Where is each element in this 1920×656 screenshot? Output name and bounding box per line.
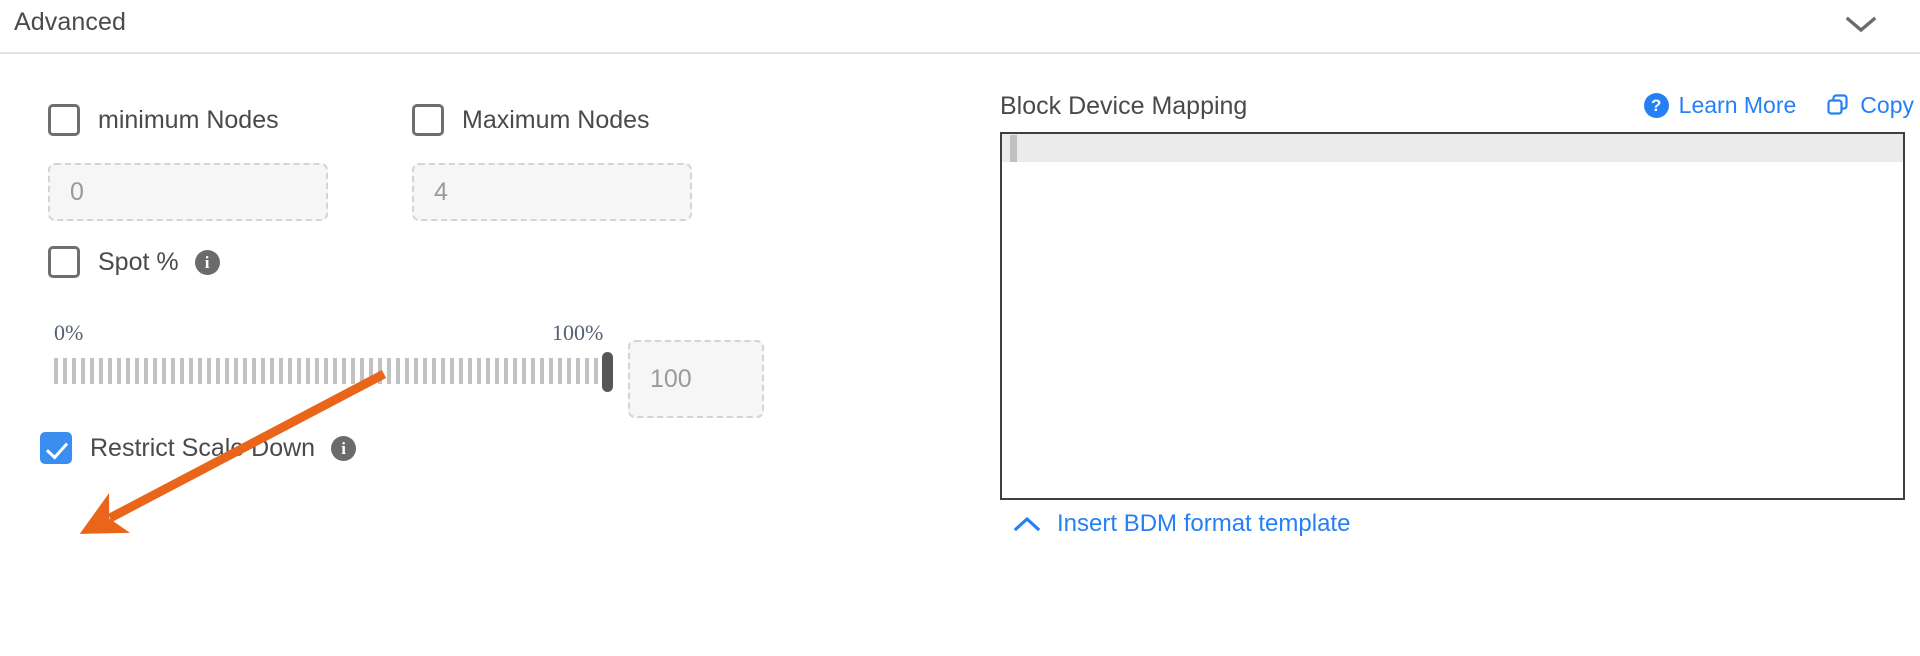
- question-circle-icon: ?: [1643, 93, 1669, 118]
- insert-bdm-template-link[interactable]: Insert BDM format template: [1014, 510, 1350, 538]
- maximum-nodes-label: Maximum Nodes: [462, 105, 650, 134]
- copy-label: Copy: [1860, 92, 1914, 118]
- slider-handle[interactable]: [602, 352, 613, 392]
- minimum-nodes-checkbox[interactable]: [48, 104, 80, 136]
- minimum-nodes-input[interactable]: 0: [48, 163, 328, 221]
- copy-icon: [1826, 93, 1850, 118]
- minimum-nodes-label: minimum Nodes: [98, 105, 279, 134]
- minimum-nodes-row: minimum Nodes: [48, 104, 279, 136]
- editor-cursor: [1010, 135, 1017, 162]
- editor-active-line: [1002, 134, 1903, 162]
- spot-percent-row: Spot % i: [48, 246, 220, 278]
- info-icon[interactable]: i: [331, 435, 357, 461]
- scaling-options-column: minimum Nodes 0 Maximum Nodes 4 Spot % i…: [0, 54, 980, 656]
- spot-percent-slider: 0% 100% 100: [54, 320, 764, 430]
- learn-more-label: Learn More: [1678, 92, 1797, 118]
- chevron-up-icon: [1014, 516, 1040, 532]
- block-device-mapping-column: Block Device Mapping ? Learn More Copy: [1000, 54, 1920, 656]
- learn-more-link[interactable]: ? Learn More: [1643, 92, 1797, 119]
- maximum-nodes-input[interactable]: 4: [412, 163, 692, 221]
- spot-percent-label: Spot %: [98, 247, 179, 276]
- maximum-nodes-checkbox[interactable]: [412, 104, 444, 136]
- info-icon[interactable]: i: [194, 249, 220, 275]
- insert-bdm-template-label: Insert BDM format template: [1057, 510, 1351, 537]
- restrict-scale-down-label: Restrict Scale Down: [90, 433, 316, 462]
- section-header: Advanced: [0, 0, 1920, 54]
- bdm-code-editor[interactable]: [1000, 132, 1905, 500]
- bdm-actions: ? Learn More Copy: [1643, 92, 1914, 119]
- restrict-scale-down-row: Restrict Scale Down i: [40, 432, 357, 464]
- slider-max-label: 100%: [552, 320, 604, 345]
- spot-percent-checkbox[interactable]: [48, 246, 80, 278]
- maximum-nodes-row: Maximum Nodes: [412, 104, 650, 136]
- page-title: Advanced: [14, 8, 126, 36]
- block-device-mapping-title: Block Device Mapping: [1000, 92, 1248, 120]
- slider-track[interactable]: [54, 358, 607, 384]
- chevron-down-icon[interactable]: [1844, 10, 1878, 40]
- slider-min-label: 0%: [54, 320, 84, 345]
- copy-button[interactable]: Copy: [1826, 92, 1914, 119]
- restrict-scale-down-checkbox[interactable]: [40, 432, 72, 464]
- spot-percent-value-input[interactable]: 100: [628, 340, 764, 418]
